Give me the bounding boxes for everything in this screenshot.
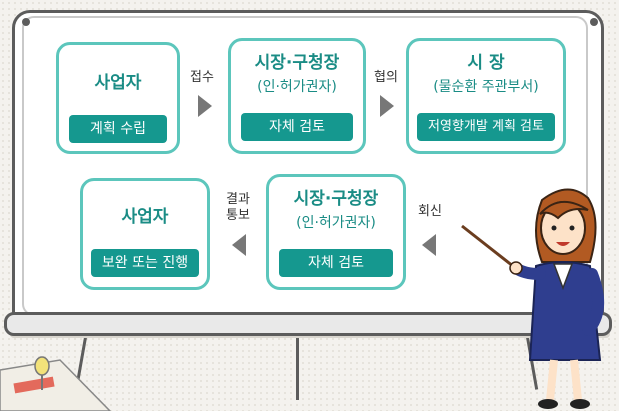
whiteboard-tray <box>4 312 612 336</box>
step2-title: 시장·구청장 <box>254 53 340 73</box>
connector-notify-line1: 결과 <box>226 192 250 207</box>
board-pin <box>22 18 30 26</box>
step2-label: 자체 검토 <box>241 113 353 141</box>
connector-reception: 접수 <box>190 70 214 85</box>
arrow-right-icon <box>380 95 394 117</box>
connector-consultation: 협의 <box>374 70 398 85</box>
step4-box: 시장·구청장 (인·허가권자) 자체 검토 <box>266 174 406 290</box>
step4-title: 시장·구청장 <box>293 189 379 209</box>
decorative-paper <box>0 356 112 411</box>
arrow-right-icon <box>198 95 212 117</box>
arrow-left-icon <box>232 234 246 256</box>
step3-title: 시 장 <box>467 53 505 73</box>
step4-label: 자체 검토 <box>279 249 393 277</box>
step5-label: 보완 또는 진행 <box>91 249 199 277</box>
teacher-illustration <box>461 188 604 409</box>
connector-notify-line2: 통보 <box>226 208 250 223</box>
step3-sub: (물순환 주관부서) <box>433 79 539 95</box>
arrow-left-icon <box>422 234 436 256</box>
step2-box: 시장·구청장 (인·허가권자) 자체 검토 <box>228 38 366 154</box>
step1-box: 사업자 계획 수립 <box>56 42 180 154</box>
step1-label: 계획 수립 <box>69 115 167 143</box>
step3-label: 저영향개발 계획 검토 <box>417 113 555 141</box>
step3-box: 시 장 (물순환 주관부서) 저영향개발 계획 검토 <box>406 38 566 154</box>
step5-box: 사업자 보완 또는 진행 <box>80 178 210 290</box>
easel-leg <box>296 330 299 400</box>
board-pin <box>590 18 598 26</box>
connector-reply: 회신 <box>418 204 442 219</box>
step4-sub: (인·허가권자) <box>296 215 376 231</box>
step1-title: 사업자 <box>94 73 142 93</box>
step2-sub: (인·허가권자) <box>257 79 337 95</box>
step5-title: 사업자 <box>121 207 169 227</box>
